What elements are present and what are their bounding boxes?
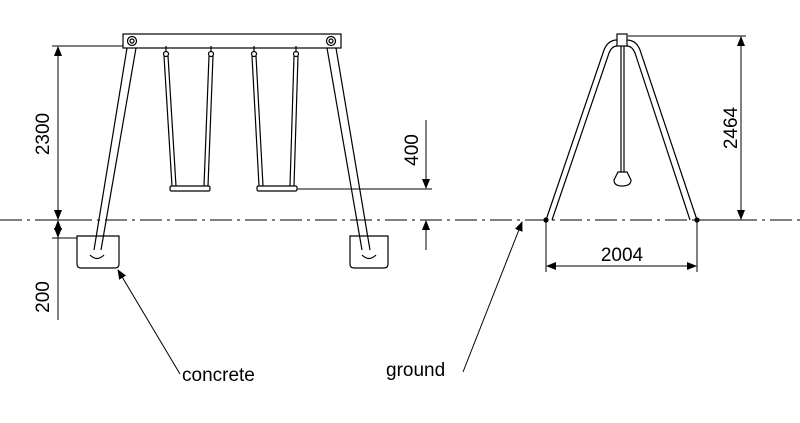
dim-400: 400 (402, 134, 423, 166)
dim-400-lines (297, 120, 432, 250)
leaders (117, 221, 523, 375)
concrete-block-right (349, 235, 389, 269)
swing-seat-2 (250, 46, 300, 192)
bolt-right (325, 35, 337, 47)
concrete-leader (117, 269, 181, 375)
concrete-label: concrete (182, 365, 255, 386)
side-right-leg (626, 39, 698, 221)
concrete-block-left (76, 235, 120, 269)
dim-200: 200 (33, 281, 54, 313)
side-swing (613, 46, 632, 187)
dim-200-lines (52, 212, 77, 320)
side-left-leg (545, 39, 618, 221)
dim-2300-lines (52, 45, 123, 221)
left-leg (93, 47, 137, 251)
front-view (76, 33, 389, 269)
ground-label: ground (386, 360, 445, 381)
dim-2004-lines (545, 222, 698, 272)
swing-seat-1 (162, 46, 215, 192)
dim-2004: 2004 (601, 245, 644, 266)
bolt-left (126, 35, 138, 47)
side-top-clamp (616, 33, 628, 47)
dim-2464: 2464 (721, 106, 742, 149)
top-beam (122, 33, 342, 49)
side-view (543, 33, 700, 223)
dim-2300: 2300 (33, 113, 54, 155)
right-leg (326, 47, 371, 251)
dim-2464-lines (628, 35, 746, 221)
ground-leader (462, 221, 523, 373)
